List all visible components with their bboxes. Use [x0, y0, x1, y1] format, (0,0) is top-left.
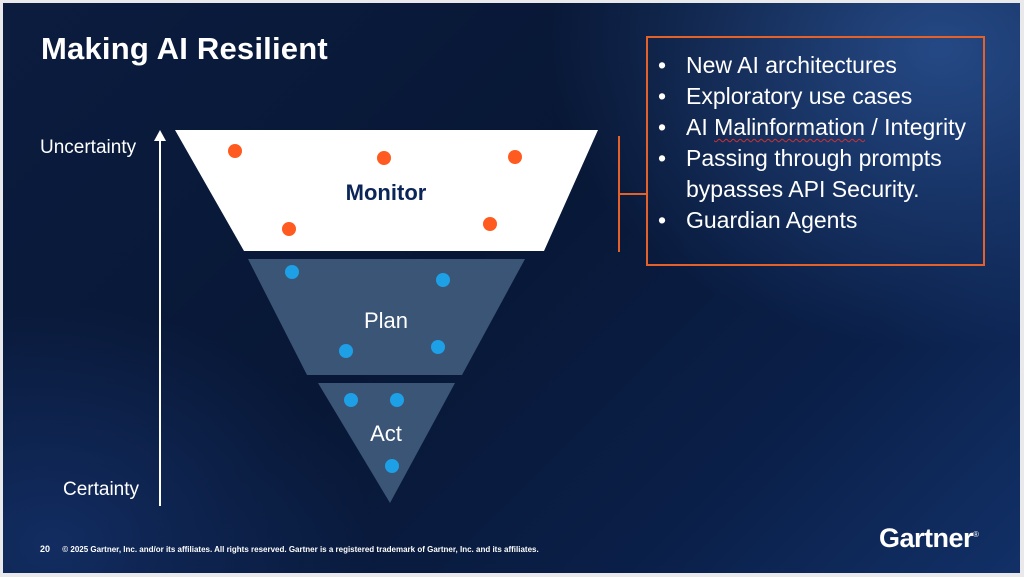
monitor-dot	[282, 222, 296, 236]
callout-item: Exploratory use cases	[658, 81, 984, 112]
callout-item: Guardian Agents	[658, 205, 984, 236]
axis-bottom-label: Certainty	[63, 479, 140, 500]
funnel-label-monitor: Monitor	[345, 180, 427, 205]
axis-top-label: Uncertainty	[40, 137, 137, 158]
act-dot	[344, 393, 358, 407]
monitor-dot	[228, 144, 242, 158]
act-dot	[390, 393, 404, 407]
callout-item: New AI architectures	[658, 50, 984, 81]
spellcheck-flagged-word: Malinformation	[714, 114, 865, 140]
funnel-label-plan: Plan	[363, 308, 409, 333]
slide: Making AI Resilient Uncertainty Certaint…	[3, 3, 1020, 573]
callout-box: New AI architectures Exploratory use cas…	[646, 36, 985, 266]
callout-connector	[619, 193, 647, 195]
plan-dot	[285, 265, 299, 279]
funnel-layer-plan	[248, 259, 525, 375]
funnel-layer-act	[318, 383, 455, 503]
uncertainty-axis-line	[159, 140, 161, 506]
footer: 20 © 2025 Gartner, Inc. and/or its affil…	[40, 544, 539, 554]
callout-list: New AI architectures Exploratory use cas…	[658, 50, 984, 236]
slide-title: Making AI Resilient	[41, 31, 328, 66]
callout-item-prefix: AI	[686, 114, 715, 140]
callout-item-suffix: / Integrity	[864, 114, 966, 140]
callout-item: Passing through prompts bypasses API Sec…	[658, 143, 984, 205]
plan-dot	[431, 340, 445, 354]
monitor-dot	[377, 151, 391, 165]
monitor-dot	[508, 150, 522, 164]
page-number: 20	[40, 544, 51, 554]
funnel-diagram	[175, 130, 598, 503]
registered-mark: ®	[973, 530, 979, 539]
plan-dot	[436, 273, 450, 287]
gartner-logo: Gartner®	[879, 523, 979, 554]
up-arrow-icon	[154, 130, 166, 141]
act-dot	[385, 459, 399, 473]
callout-item: AI Malinformation / Integrity	[658, 112, 984, 143]
funnel-label-act: Act	[370, 421, 402, 446]
copyright-text: © 2025 Gartner, Inc. and/or its affiliat…	[62, 545, 539, 554]
brand-name: Gartner	[879, 523, 974, 553]
monitor-dot	[483, 217, 497, 231]
plan-dot	[339, 344, 353, 358]
